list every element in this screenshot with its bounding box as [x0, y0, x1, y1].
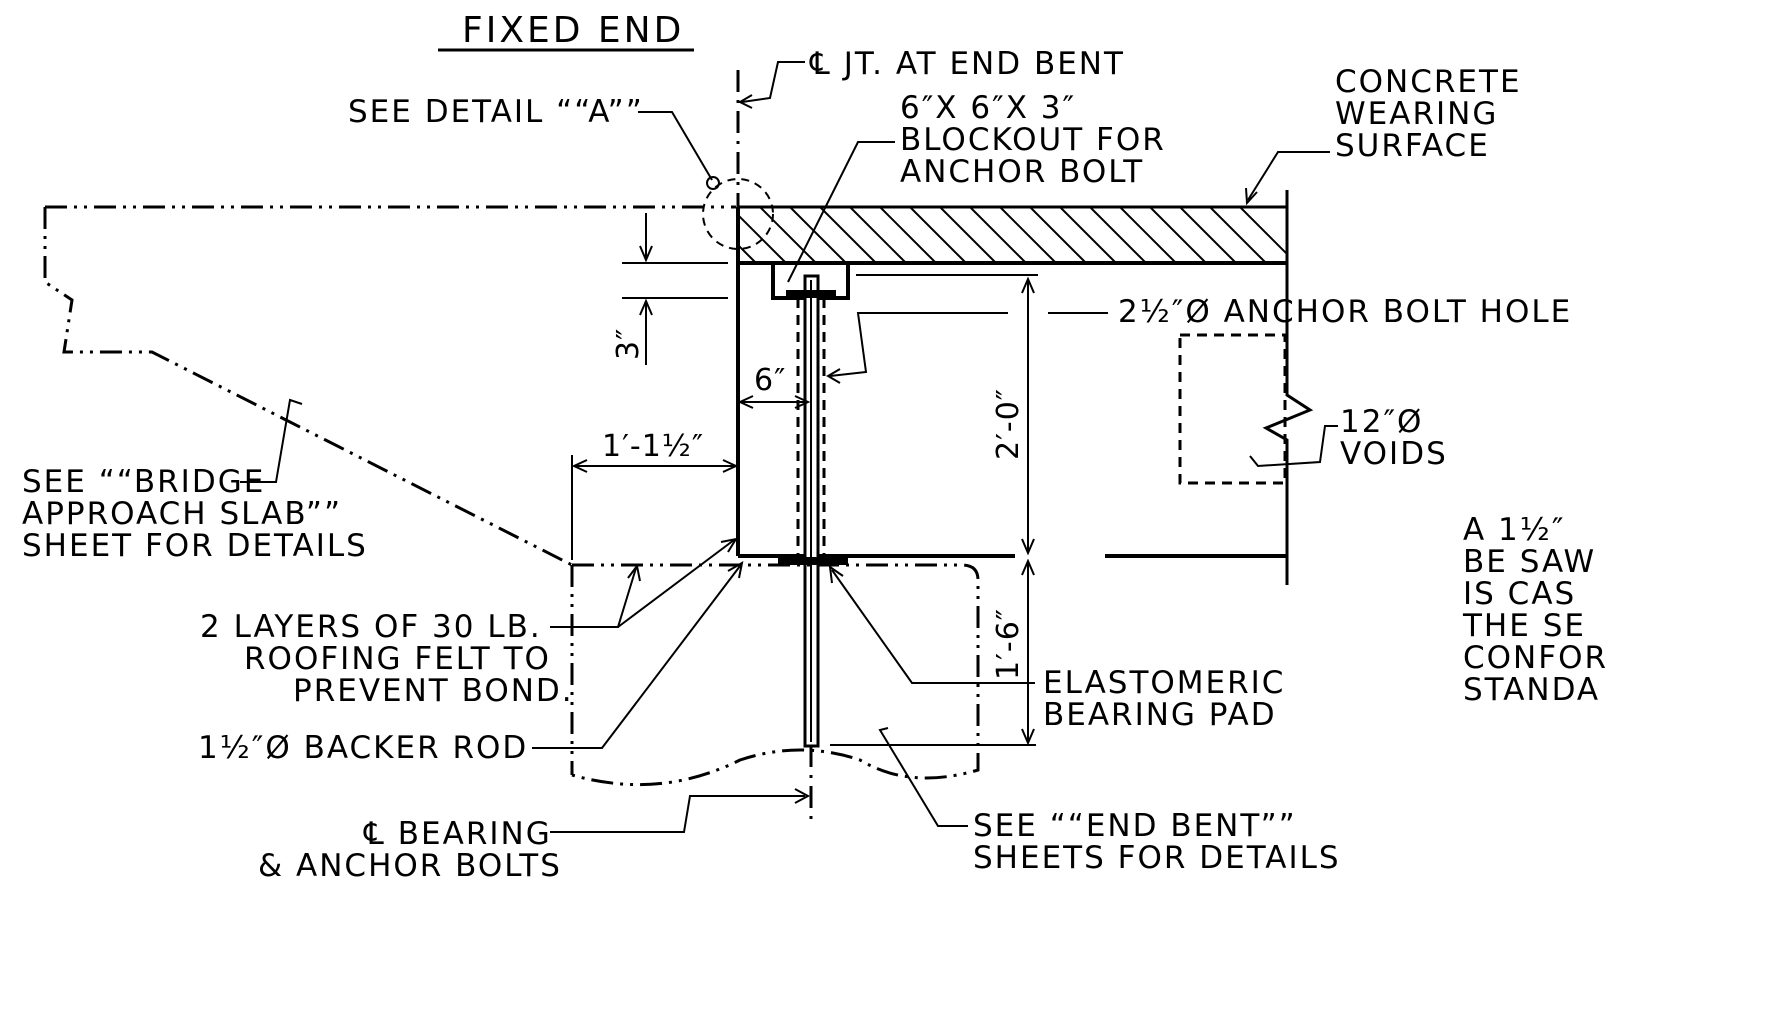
dim-2ft-head-bottom	[1021, 538, 1035, 556]
bearing-pad-label-line2: BEARING PAD	[1043, 697, 1277, 733]
cl-bearing-label-line2: & ANCHOR BOLTS	[258, 848, 562, 884]
dim-6in-text: 6″	[754, 363, 786, 398]
felt-leader-2	[617, 539, 735, 628]
blockout-leader	[787, 141, 895, 283]
bearing-pad-arrowhead	[828, 564, 844, 584]
dim-1ft-text: 1′-1½″	[602, 429, 704, 464]
slab-right-break	[1262, 190, 1314, 585]
cl-bearing-arrowhead	[794, 788, 811, 804]
blockout-label-line2: BLOCKOUT FOR	[900, 122, 1166, 158]
cl-bearing-leader	[550, 795, 805, 833]
dim-1ft6-text: 1′-6″	[991, 608, 1026, 680]
wearing-leader	[1247, 151, 1330, 201]
wearing-label-line2: WEARING	[1335, 96, 1498, 132]
anchor-nut-washer	[786, 290, 836, 298]
approach-leader	[240, 398, 303, 483]
bearing-pad-plate	[778, 557, 848, 565]
approach-label-line1: SEE ““BRIDGE	[22, 464, 265, 500]
dim-2ft-text: 2′-0″	[991, 388, 1026, 460]
end-bent-outline	[571, 563, 980, 787]
dim-1ft6-head-bottom	[1021, 728, 1035, 746]
dim-6in-head-right	[794, 395, 811, 409]
wearing-label-line1: CONCRETE	[1335, 64, 1522, 100]
anchor-hole-label: 2½″Ø ANCHOR BOLT HOLE	[1118, 294, 1572, 330]
note-line5: CONFOR	[1463, 640, 1608, 676]
note-line4: THE SE	[1462, 608, 1586, 644]
blockout-label-line1: 6″X 6″X 3″	[900, 90, 1076, 126]
anchor-hole-leader	[829, 312, 1008, 377]
backer-rod-arrowhead	[727, 561, 744, 579]
note-line3: IS CAS	[1463, 576, 1576, 612]
felt-label-line2: ROOFING FELT TO	[244, 641, 551, 677]
dim-2ft-head-top	[1021, 276, 1035, 294]
dim-6in-head-left	[737, 395, 754, 409]
joint-cl-arrowhead	[737, 94, 753, 109]
voids-label-line2: VOIDS	[1340, 436, 1448, 472]
voids-label-line1: 12″Ø	[1340, 404, 1423, 440]
end-bent-label-line1: SEE ““END BENT””	[973, 808, 1297, 844]
dim-3in-head-bottom	[639, 298, 653, 316]
detail-title: FIXED END	[462, 10, 684, 51]
dim-3in-head-top	[639, 245, 653, 263]
void-outline	[1178, 333, 1287, 485]
cl-bearing-label-line1: ℄ BEARING	[363, 816, 552, 852]
backer-rod-label: 1½″Ø BACKER ROD	[198, 730, 528, 766]
voids-leader	[1249, 425, 1338, 468]
backer-rod-leader	[532, 565, 741, 749]
end-bent-label-line2: SHEETS FOR DETAILS	[973, 840, 1341, 876]
dim-1ft-head-right	[722, 459, 739, 473]
detail-a-label: SEE DETAIL ““A””	[348, 94, 644, 130]
felt-label-line3: PREVENT BOND.	[293, 673, 574, 709]
cropped-note: A 1½″ BE SAW IS CAS THE SE CONFOR STANDA	[1462, 512, 1608, 708]
felt-arrowhead-2	[720, 537, 739, 553]
detail-a-circle	[702, 178, 774, 250]
bearing-pad-label-line1: ELASTOMERIC	[1043, 665, 1285, 701]
dim-1ft6-head-top	[1021, 558, 1035, 576]
note-line1: A 1½″	[1463, 512, 1565, 548]
approach-slab-outline	[43, 205, 736, 775]
wearing-arrowhead	[1245, 187, 1258, 206]
wearing-surface-hatch	[738, 207, 1287, 263]
joint-cl-leader	[741, 61, 805, 103]
wearing-label-line3: SURFACE	[1335, 128, 1490, 164]
note-line6: STANDA	[1463, 672, 1600, 708]
dim-3in-text: 3″	[611, 328, 646, 360]
detail-a-marker	[706, 176, 720, 190]
note-line2: BE SAW	[1463, 544, 1596, 580]
bearing-pad-leader	[831, 569, 1035, 684]
end-bent-leader	[878, 727, 968, 827]
anchor-hole-arrowhead	[826, 368, 841, 384]
blockout-label-line3: ANCHOR BOLT	[900, 154, 1144, 190]
dim-1ft-head-left	[571, 459, 588, 473]
approach-label-line3: SHEET FOR DETAILS	[22, 528, 368, 564]
felt-leader-1	[550, 567, 637, 628]
detail-a-leader	[638, 111, 713, 181]
felt-label-line1: 2 LAYERS OF 30 LB.	[200, 609, 542, 645]
felt-arrowhead-1	[627, 563, 641, 582]
joint-cl-label: ℄ JT. AT END BENT	[809, 46, 1125, 82]
approach-label-line2: APPROACH SLAB””	[22, 496, 342, 532]
